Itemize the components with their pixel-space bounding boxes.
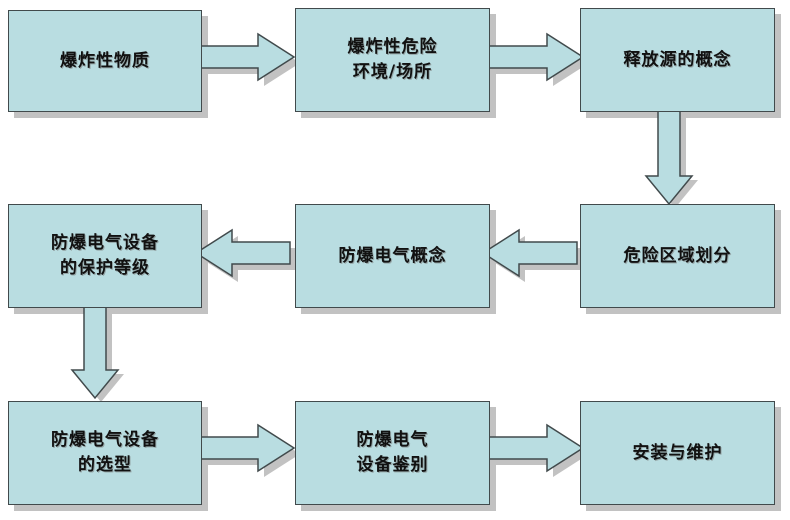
node-label: 安装与维护: [632, 442, 723, 463]
node-label: 危险区域划分: [623, 245, 732, 266]
node-explosion-proof-electrical-concept[interactable]: 防爆电气概念: [295, 204, 490, 308]
node-label: 防爆电气 设备鉴别: [356, 430, 429, 475]
node-label: 防爆电气设备 的保护等级: [51, 233, 159, 278]
arrow-left-e4: [481, 228, 583, 282]
node-label: 爆炸性物质: [60, 50, 150, 71]
node-equipment-selection[interactable]: 防爆电气设备 的选型: [8, 401, 202, 505]
node-label: 爆炸性危险 环境/场所: [347, 37, 438, 82]
arrow-down-e6: [70, 305, 124, 402]
node-explosive-substance[interactable]: 爆炸性物质: [8, 10, 202, 112]
arrow-right-e8: [488, 423, 589, 477]
arrow-right-e1: [199, 32, 300, 86]
node-label: 释放源的概念: [623, 49, 732, 70]
arrow-right-e2: [488, 32, 589, 86]
node-protection-level[interactable]: 防爆电气设备 的保护等级: [8, 204, 202, 308]
node-hazardous-area-classification[interactable]: 危险区域划分: [580, 204, 775, 308]
node-equipment-identification[interactable]: 防爆电气 设备鉴别: [295, 401, 490, 505]
arrow-right-e7: [199, 423, 300, 477]
arrow-left-e5: [194, 228, 296, 282]
node-label: 防爆电气概念: [338, 245, 447, 266]
node-explosive-hazard-environment[interactable]: 爆炸性危险 环境/场所: [295, 8, 490, 112]
arrow-down-e3: [644, 109, 698, 208]
node-release-source-concept[interactable]: 释放源的概念: [580, 8, 775, 112]
node-label: 防爆电气设备 的选型: [51, 430, 159, 475]
node-installation-and-maintenance[interactable]: 安装与维护: [580, 401, 775, 505]
